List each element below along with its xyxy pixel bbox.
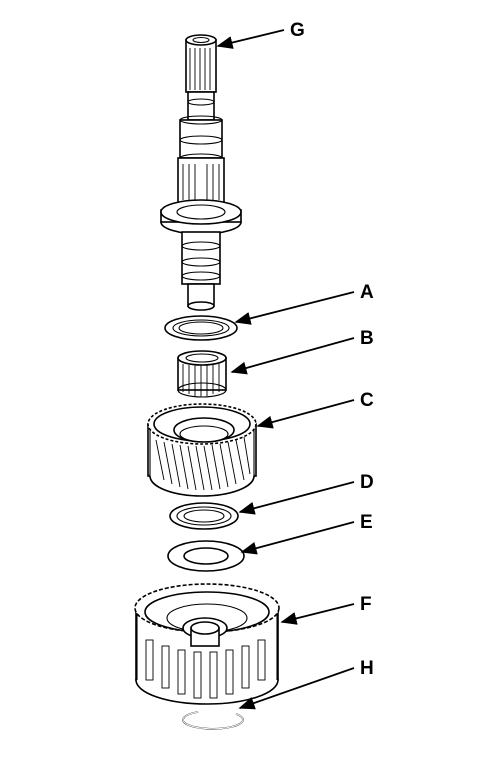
callout-c: C <box>360 390 374 411</box>
snap-ring-h <box>182 711 244 730</box>
main-shaft <box>160 34 242 311</box>
leader-c <box>256 399 355 429</box>
callout-e: E <box>360 512 373 533</box>
leader-a <box>234 291 355 325</box>
clutch-drum-f <box>134 583 280 705</box>
leader-e <box>240 521 355 555</box>
callout-h: H <box>360 658 374 679</box>
callout-b: B <box>360 328 374 349</box>
thrust-bearing-d <box>169 502 239 530</box>
callout-f: F <box>360 594 372 615</box>
leader-b <box>230 337 355 375</box>
callout-a: A <box>360 282 374 303</box>
leader-f <box>280 603 355 625</box>
thrust-washer-e <box>167 540 245 572</box>
thrust-bearing-a <box>164 315 238 341</box>
leader-h <box>238 667 355 710</box>
needle-bearing-b <box>177 350 227 398</box>
leader-d <box>238 481 355 515</box>
callout-g: G <box>290 20 305 41</box>
gear-c <box>147 403 257 497</box>
leader-g <box>216 29 285 49</box>
callout-d: D <box>360 472 374 493</box>
leader-lines <box>216 29 355 710</box>
